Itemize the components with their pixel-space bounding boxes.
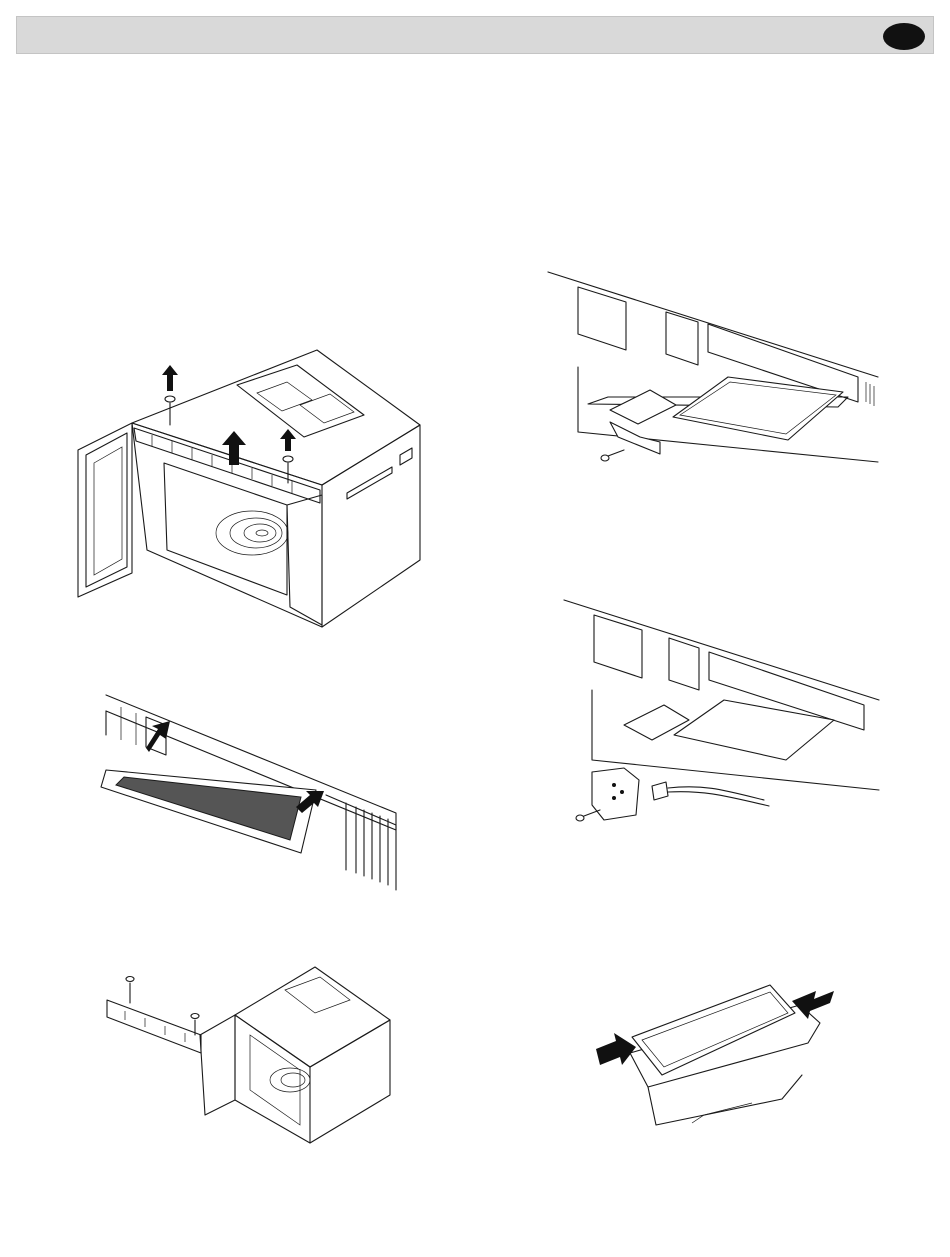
figure-light-cover-snap-in	[592, 975, 837, 1140]
page-header-bar	[16, 16, 934, 54]
figure-light-socket-removed-with-wire	[564, 600, 884, 835]
figure-slide-out-filter-panel	[106, 695, 401, 890]
figure-underside-light-cover-with-screw	[548, 272, 883, 472]
figure-remove-control-panel-screws	[105, 965, 395, 1145]
figure-remove-vent-grille-screws	[72, 345, 432, 635]
screw-icon-left	[165, 396, 175, 425]
language-badge	[883, 23, 925, 50]
screw-icon-right	[283, 456, 293, 483]
